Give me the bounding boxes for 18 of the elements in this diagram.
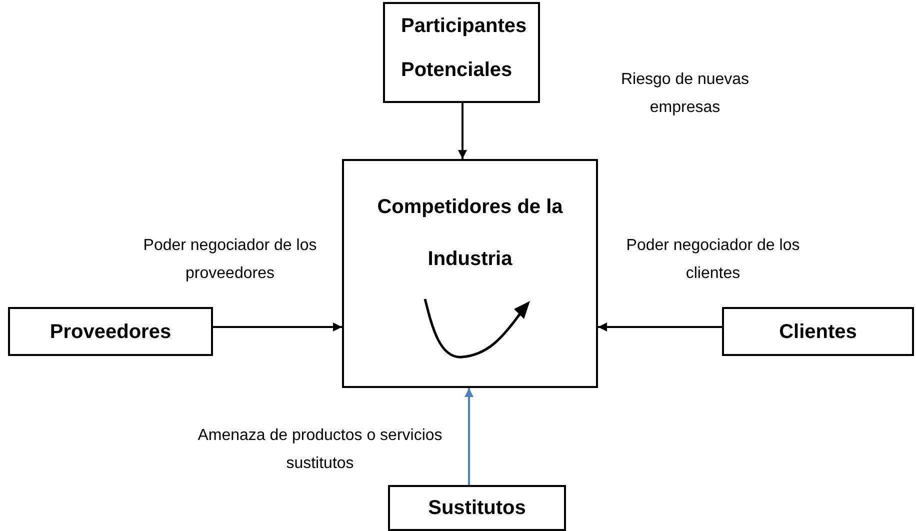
process-box <box>383 2 540 103</box>
arrow <box>213 322 342 332</box>
box-title: Proveedores <box>50 320 172 344</box>
box-title: Competidores de la Industria <box>376 195 564 272</box>
force-label: Poder negociador de los clientes <box>625 236 801 284</box>
process-box <box>388 485 566 531</box>
process-box <box>722 307 914 356</box>
central-box <box>342 159 598 388</box>
box-title: Clientes <box>779 320 857 344</box>
arrow <box>458 103 467 159</box>
force-label: Amenaza de productos o servicios sustitutos <box>196 426 444 474</box>
arrow <box>464 388 474 485</box>
box-title: Participantes Potenciales <box>401 14 528 83</box>
arrow <box>598 322 722 332</box>
process-box <box>8 307 213 356</box>
force-label: Poder negociador de los proveedores <box>142 236 318 284</box>
force-label: Riesgo de nuevas empresas <box>620 70 750 118</box>
box-title: Sustitutos <box>428 496 526 521</box>
